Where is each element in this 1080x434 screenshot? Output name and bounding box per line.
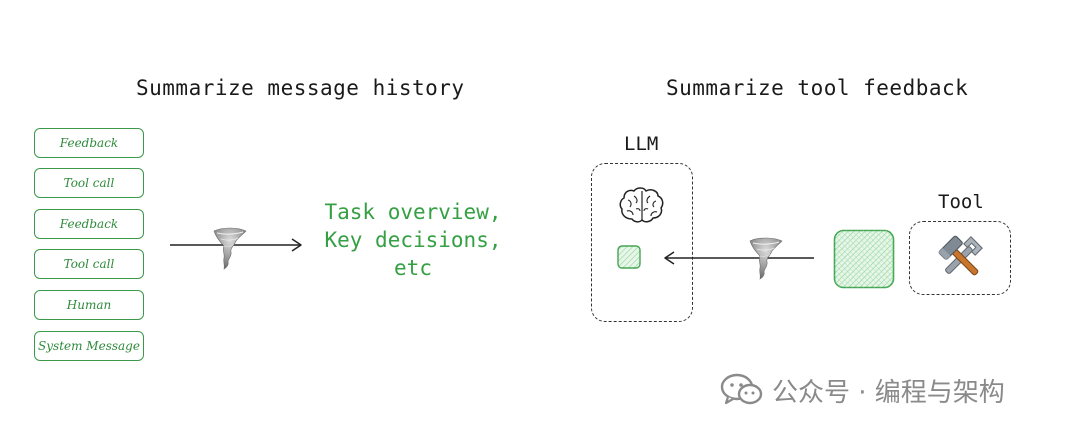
left-section-title: Summarize message history [136,76,465,100]
watermark: 公众号 · 编程与架构 [720,372,1005,408]
message-box-tool-call: Tool call [34,168,144,198]
summary-line: Key decisions, [324,228,502,252]
message-box-system-message: System Message [34,331,144,361]
message-box-human: Human [34,290,144,320]
watermark-text: 公众号 · 编程与架构 [772,377,1005,408]
tool-label: Tool [938,191,984,213]
brain-icon [619,187,664,223]
message-box-tool-call: Tool call [34,249,144,279]
right-section-title: Summarize tool feedback [666,76,969,100]
llm-container [591,163,693,322]
llm-label: LLM [624,133,659,155]
message-box-feedback: Feedback [34,209,144,239]
summary-line: Task overview, [324,200,502,224]
wechat-icon [720,373,763,405]
message-box-feedback: Feedback [34,128,144,158]
tornado-icon [749,237,783,280]
summary-line: etc [394,256,432,280]
feedback-arrow [664,251,814,265]
tool-container [909,221,1011,295]
summary-result: Task overview, Key decisions, etc [318,198,508,282]
hammer-wrench-icon [938,235,983,276]
tornado-icon [213,227,247,270]
history-arrow [170,238,302,252]
summarized-feedback-block [617,245,641,269]
raw-tool-feedback-block [833,229,895,289]
